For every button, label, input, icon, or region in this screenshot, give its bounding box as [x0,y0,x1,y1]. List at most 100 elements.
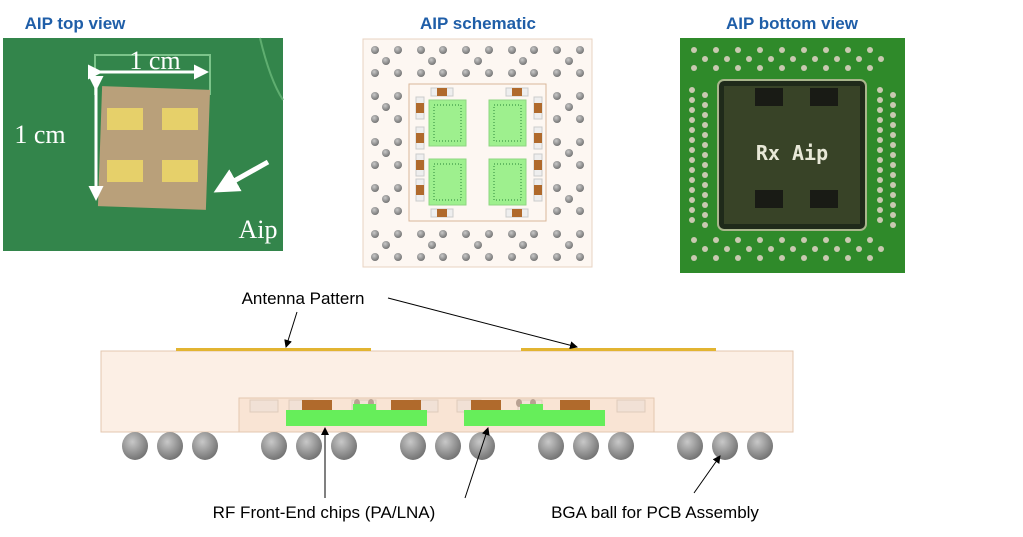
solder-ball [439,253,447,261]
bga-pad [689,177,695,183]
solder-ball [462,46,470,54]
solder-ball [382,103,390,111]
solder-ball [394,207,402,215]
bga-pad [877,177,883,183]
bga-pad [702,172,708,178]
solder-ball [565,149,573,157]
top-view-photo: 1 cm 1 cm Aip [3,37,284,251]
bga-pad [724,56,730,62]
solder-ball [371,207,379,215]
bga-ball [712,432,738,460]
solder-ball [553,115,561,123]
bga-pad [702,246,708,252]
solder-ball [382,149,390,157]
bga-pad [702,102,708,108]
solder-ball [462,230,470,238]
solder-ball [439,69,447,77]
bga-pad [890,142,896,148]
bga-pad [877,167,883,173]
bga-pad [702,132,708,138]
solder-ball [371,184,379,192]
bga-pad [878,246,884,252]
solder-ball [371,69,379,77]
solder-ball [530,230,538,238]
solder-ball [508,230,516,238]
bga-pad [801,47,807,53]
bga-pad [867,65,873,71]
solder-ball [553,69,561,77]
solder-ball [553,138,561,146]
solder-ball [371,46,379,54]
solder-ball [439,46,447,54]
solder-ball [474,241,482,249]
width-label: 1 cm [129,46,180,75]
solder-ball [485,230,493,238]
bga-pad [823,47,829,53]
solder-ball [576,230,584,238]
bga-pad [790,246,796,252]
rf-chip [488,99,527,147]
bga-pad [691,47,697,53]
rf-front-end-chip [464,404,605,426]
bga-pad [689,87,695,93]
solder-ball [576,207,584,215]
bga-pad [877,107,883,113]
bga-pad [702,92,708,98]
bga-pad [702,142,708,148]
solder-ball [553,46,561,54]
bga-label: BGA ball for PCB Assembly [551,503,759,522]
capacitor-body [416,103,424,113]
bga-pad [757,237,763,243]
solder-ball [485,46,493,54]
bga-pad [713,47,719,53]
arrow [464,427,490,499]
bga-pad [823,255,829,261]
solder-ball [508,253,516,261]
chip-shadow [810,190,838,208]
bga-ball [677,432,703,460]
solder-ball [576,184,584,192]
solder-ball [371,161,379,169]
solder-ball [394,138,402,146]
capacitor-body [416,160,424,170]
bga-pad [713,255,719,261]
solder-ball [565,57,573,65]
bga-pad [689,197,695,203]
bga-ball [573,432,599,460]
bga-pad [877,197,883,203]
bga-pad [691,65,697,71]
bga-pad [877,157,883,163]
solder-ball [530,46,538,54]
capacitor-body [437,88,447,96]
antenna-pattern-left [176,348,371,351]
bga-pad [823,65,829,71]
bga-pad [779,65,785,71]
solder-ball [394,184,402,192]
bga-pad [845,47,851,53]
rf-chip [428,158,467,206]
antenna-pattern-right [521,348,716,351]
bga-pad [702,112,708,118]
bga-pad [757,65,763,71]
capacitor-body [534,185,542,195]
antenna-pattern-label: Antenna Pattern [242,289,365,308]
bga-pad [867,255,873,261]
solder-ball [371,230,379,238]
bga-pad [689,127,695,133]
bga-pad [801,237,807,243]
bga-pad [877,97,883,103]
solder-ball [371,115,379,123]
bga-pad [877,117,883,123]
bga-pad [877,127,883,133]
height-label: 1 cm [14,120,65,149]
capacitor-body [416,133,424,143]
bga-pad [746,246,752,252]
bga-pad [890,192,896,198]
bga-pad [779,47,785,53]
capacitor-body [534,160,542,170]
solder-ball [462,253,470,261]
solder-ball [439,230,447,238]
bga-pad [702,56,708,62]
solder-ball [371,138,379,146]
passive-component [560,400,590,410]
